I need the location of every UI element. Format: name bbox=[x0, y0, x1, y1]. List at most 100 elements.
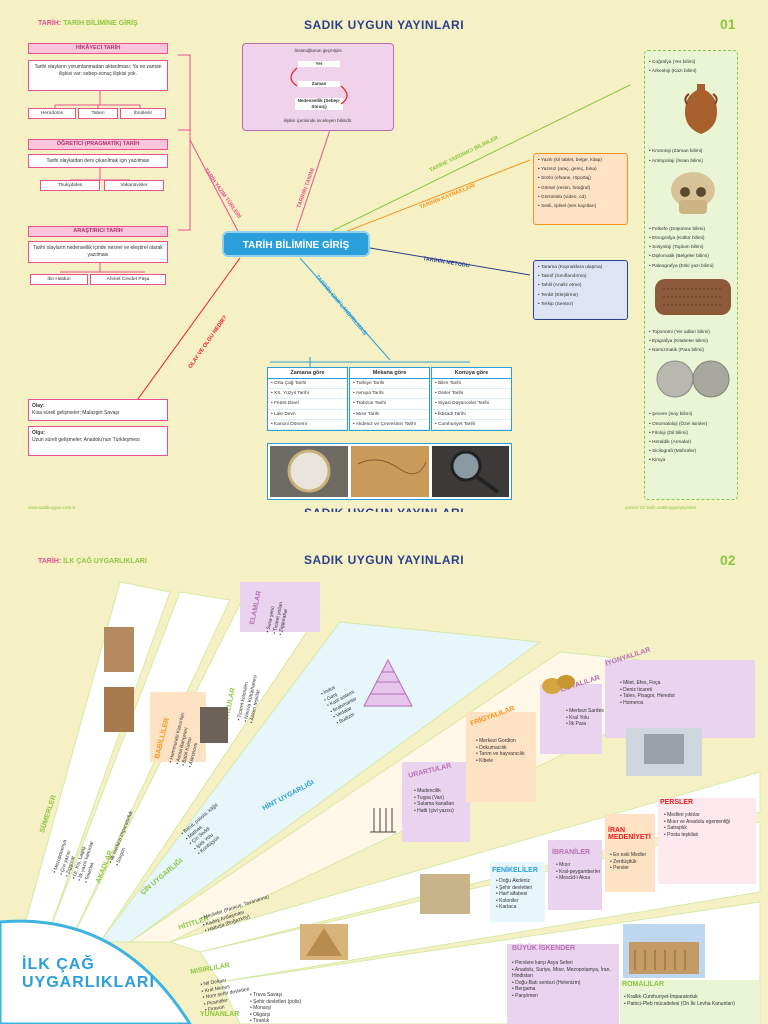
connector-definition bbox=[295, 129, 331, 233]
civilization-fact: • Monarşi bbox=[250, 1005, 271, 1011]
classification-item: Siyasi Düşünceler Tarihi bbox=[432, 399, 511, 410]
definition-item-zaman: Zaman bbox=[298, 81, 340, 87]
civilization-fact: • Medleri yıktılar bbox=[664, 812, 700, 818]
fenikeliler-panel bbox=[490, 862, 545, 922]
title-buyuk-iskender: BÜYÜK İSKENDER bbox=[512, 945, 576, 952]
ziggurat-image bbox=[104, 627, 134, 732]
civilization-fact: • Madencilik bbox=[414, 788, 441, 794]
title-ibraniler: İBRANİLER bbox=[552, 849, 591, 856]
civilization-fact: • Kartaca bbox=[496, 904, 517, 910]
olgu-box: Olgu:Uzun süreli gelişmeler; Anadolu'nun… bbox=[28, 426, 168, 456]
persler-panel bbox=[658, 798, 756, 884]
classification-item: Cumhuriyet Tarihi bbox=[432, 420, 511, 431]
person-taberi: Taberi bbox=[78, 108, 118, 119]
sources-list: Yazılı (kil tablet, belge, kitap)Yazısız… bbox=[538, 156, 623, 211]
classification-col-place: Mekana göre Türkiye TarihiAvrupa TarihiT… bbox=[349, 367, 430, 432]
aux-science-item: Filoloji (Dil bilimi) bbox=[649, 429, 733, 438]
classification-item: Bilim Tarihi bbox=[432, 379, 511, 390]
civilization-fact: • Kral Yolu bbox=[566, 714, 589, 721]
definition-box: İnsanoğlunun geçmişini Yer Zaman Nedense… bbox=[242, 43, 394, 131]
connector-event bbox=[129, 257, 241, 411]
footer-right: yazılar tr© tarih.sadikuygunyayinlari bbox=[625, 505, 697, 510]
iyonyalilar-panel bbox=[605, 660, 755, 738]
title-persler: PERSLER bbox=[660, 799, 694, 806]
hikayeci-desc: Tarihi olayların yorumlanmadan aktarılma… bbox=[28, 60, 168, 91]
publisher-footer: SADIK UYGUN YAYINLARI bbox=[234, 506, 534, 512]
cycle-arrows-icon bbox=[290, 67, 348, 105]
person-ahmet-cevdet-pasa: Ahmet Cevdet Paşa bbox=[90, 274, 166, 285]
method-item: Tahlil (Analiz etme) bbox=[538, 281, 623, 290]
frigyalilar-panel bbox=[466, 712, 536, 802]
source-item: Yazısız (araç, gereç, bina) bbox=[538, 165, 623, 174]
page-number: 01 bbox=[720, 16, 736, 32]
civilization-fact: • Patrici-Pleb mücadelesi (On İki Levha … bbox=[624, 1000, 735, 1007]
tag2-text: İLK ÇAĞ UYGARLIKLARI bbox=[63, 558, 147, 565]
civilization-fact: • Merkezi Gordion bbox=[476, 738, 516, 744]
person-thukydides: Thukydides bbox=[40, 180, 100, 191]
big-title-line1: İLK ÇAĞ bbox=[22, 956, 95, 973]
civilization-fact: • Doğu-Batı sentezi (Helenizm) bbox=[512, 979, 581, 986]
civilization-fact: • Perslere karşı Asya Seferi bbox=[512, 960, 573, 966]
connector-sources bbox=[344, 159, 531, 233]
definition-top-text: İnsanoğlunun geçmişini bbox=[294, 48, 342, 53]
classification-item: Kanuni Dönemi bbox=[268, 420, 347, 431]
aux-group-1: Coğrafya (Yer bilimi)Arkeoloji (Kazı bil… bbox=[649, 58, 733, 76]
civilization-fact: • Homeros bbox=[620, 699, 644, 706]
civilization-fact: • Dokumacılık bbox=[476, 744, 507, 751]
title-fenikeliler: FENİKELİLER bbox=[492, 867, 538, 874]
big-title: İLK ÇAĞ UYGARLIKLARI bbox=[22, 956, 155, 992]
old-map-icon bbox=[351, 446, 429, 497]
publisher2-header: SADIK UYGUN YAYINLARI bbox=[303, 553, 465, 567]
title-iran: İRAN MEDENİYETİ bbox=[608, 827, 651, 841]
list-fenikeliler: • Doğu Akdeniz• Şehir devletleri• Harf a… bbox=[496, 878, 546, 911]
lydian-coin-icon bbox=[542, 675, 575, 694]
aux-science-item: Heraldik (Armalar) bbox=[649, 438, 733, 447]
civilization-fact: • Hatti (çivi yazısı) bbox=[414, 807, 454, 814]
person-ibn-haldun: İbn Haldun bbox=[30, 274, 88, 285]
olay-label: Olay: bbox=[32, 403, 45, 409]
sector-hint bbox=[99, 621, 542, 943]
classification-item: XX. Yüzyıl Tarihi bbox=[268, 389, 347, 400]
tag-prefix: TARİH: bbox=[38, 20, 62, 27]
aux-science-item: Sosyoloji (Toplum bilimi) bbox=[649, 243, 733, 252]
civilization-fact: • Zerdüştlük bbox=[610, 858, 637, 865]
page2-tag: TARİH: İLK ÇAĞ UYGARLIKLARI bbox=[38, 558, 147, 565]
sphinx-image bbox=[300, 924, 348, 960]
aux-science-item: Antropoloji (İnsan bilimi) bbox=[649, 157, 733, 166]
aux-group-2: Kronoloji (Zaman bilimi)Antropoloji (İns… bbox=[649, 147, 733, 165]
method-item: Terkip (Sentez) bbox=[538, 300, 623, 309]
col-place-title: Mekana göre bbox=[350, 368, 429, 379]
title-arc bbox=[0, 919, 192, 1024]
classification-item: Fetret Devri bbox=[268, 399, 347, 410]
civilization-fact: • Şehir devletleri (polis) bbox=[250, 998, 302, 1005]
source-item: Görüntülü (video, cd) bbox=[538, 193, 623, 202]
civilization-fact: • Persler bbox=[610, 865, 629, 871]
iran-panel bbox=[605, 814, 655, 892]
aux-science-item: Arkeoloji (Kazı bilimi) bbox=[649, 67, 733, 76]
page2-number: 02 bbox=[720, 552, 736, 568]
clay-tablet-icon bbox=[655, 278, 731, 315]
civilization-fact: • Bergama bbox=[512, 986, 536, 992]
center-title: TARİH BİLİMİNE GİRİŞ bbox=[222, 231, 370, 257]
person-ibnulesir: İbnülesir bbox=[120, 108, 166, 119]
hikayeci-title: HİKÂYECİ TARİH bbox=[28, 43, 168, 54]
civilization-fact: • Mısır bbox=[556, 862, 571, 868]
civilization-fact: • Parşömen bbox=[512, 992, 538, 999]
list-iyonyalilar: • Milet, Efes, Foça• Deniz ticareti• Tal… bbox=[620, 680, 740, 706]
aux-group-3: Felsefe (Düşünme bilimi)Etnografya (Kült… bbox=[649, 225, 733, 271]
civilization-fact: • Tuşpa (Van) bbox=[414, 794, 445, 801]
pocket-watch-icon bbox=[287, 449, 331, 493]
aux-science-item: Kimya bbox=[649, 456, 733, 465]
aux-science-item: Sicilografi (Mühürler) bbox=[649, 447, 733, 456]
persepolis-image bbox=[626, 728, 702, 776]
list-frigyalilar: • Merkezi Gordion• Dokumacılık• Tarım ve… bbox=[476, 738, 536, 764]
aux-science-item: Diplomatik (Belgeler bilimi) bbox=[649, 252, 733, 261]
urartular-panel bbox=[402, 762, 470, 842]
civilization-fact: • Sulama kanalları bbox=[414, 801, 455, 807]
classification-item: Orta Çağ Tarihi bbox=[268, 379, 347, 390]
classification-item: Trabzon Tarihi bbox=[350, 399, 429, 410]
connector-classification bbox=[299, 257, 391, 361]
method-item: Tenkit (Eleştirme) bbox=[538, 291, 623, 300]
aux-science-item: Paleografya (Eski yazı bilimi) bbox=[649, 262, 733, 271]
connector-arastirici-people bbox=[60, 262, 145, 273]
